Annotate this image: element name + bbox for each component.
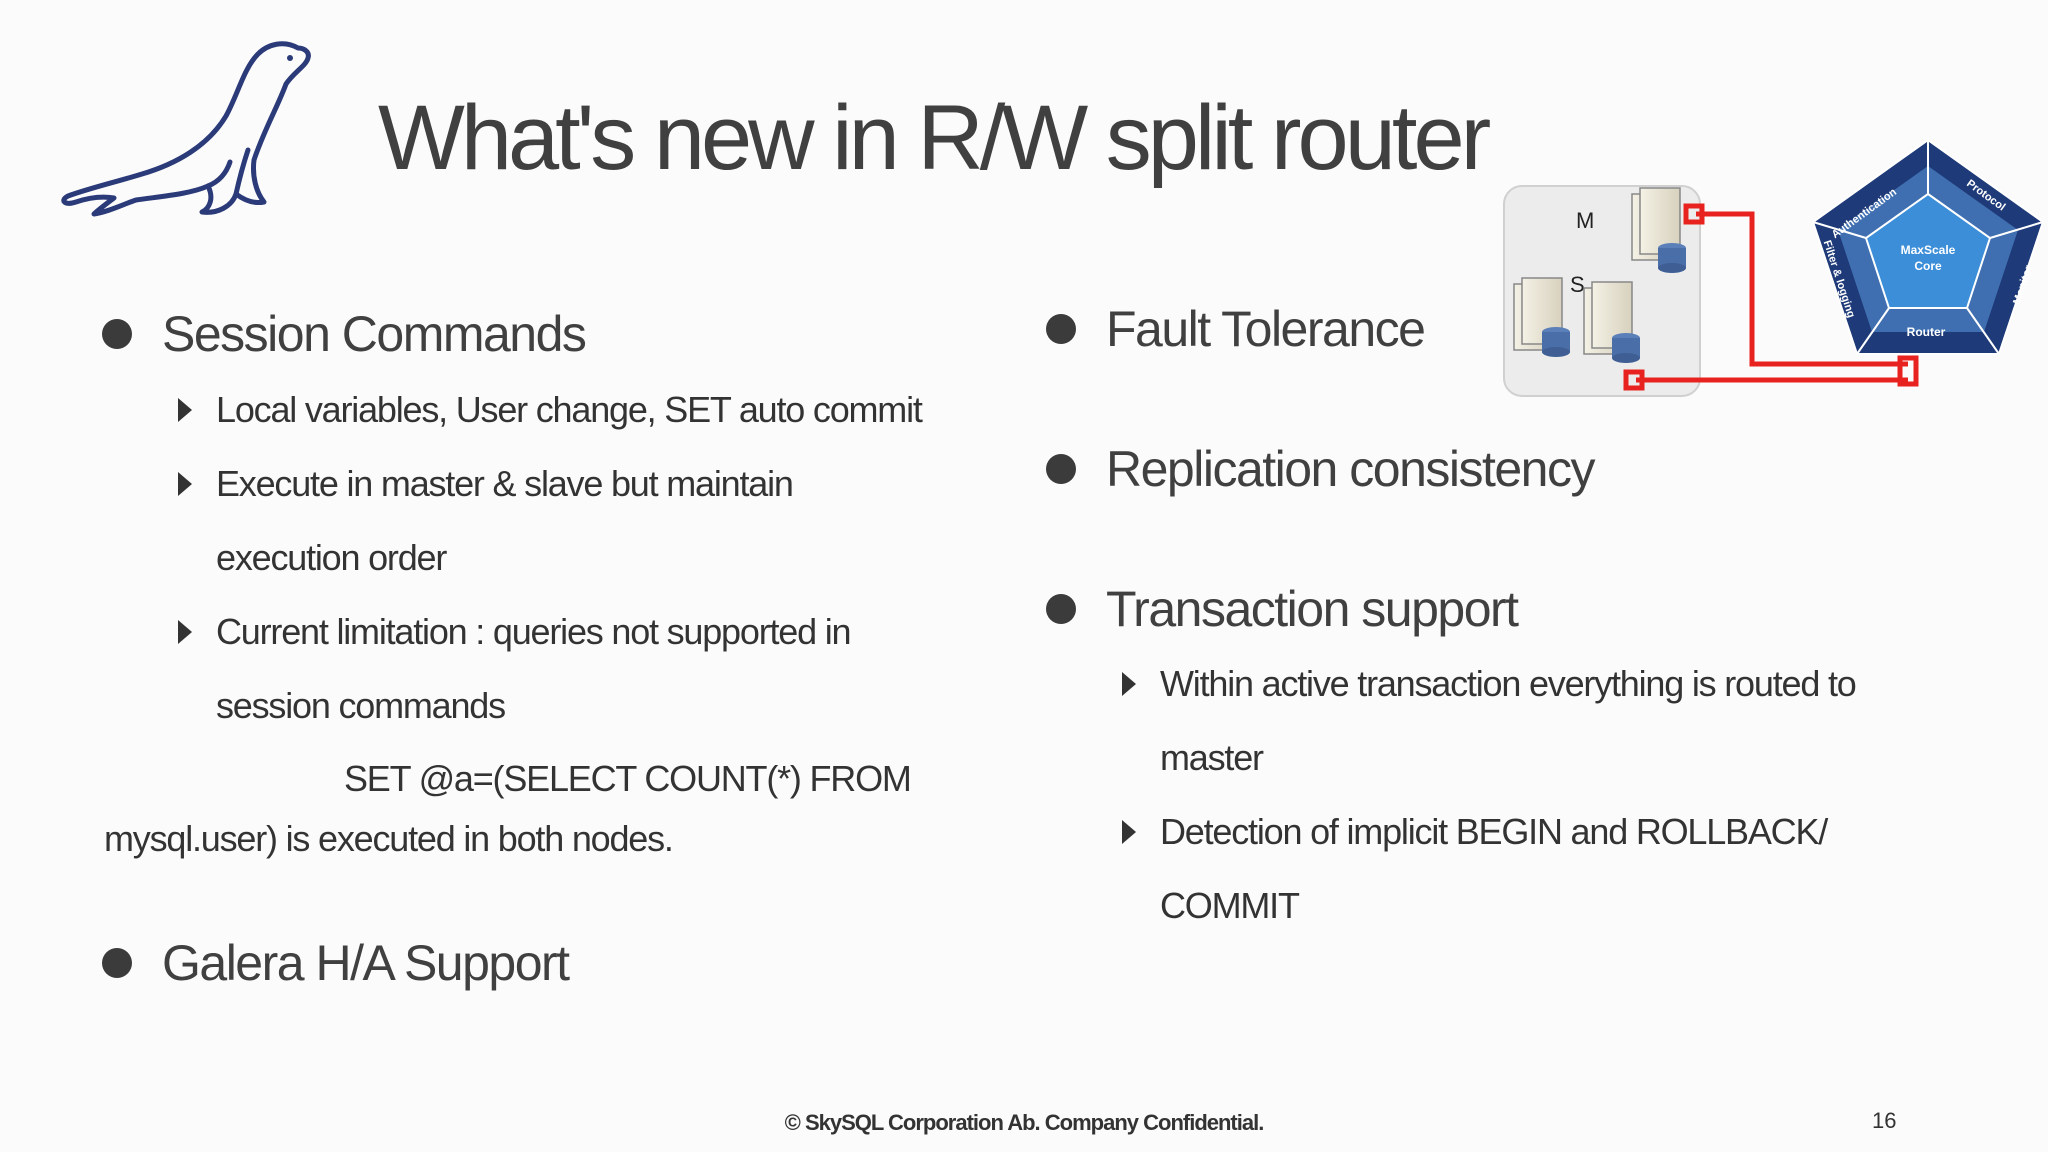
bullet-galera: Galera H/A Support <box>102 934 570 992</box>
bullet-dot-icon <box>1046 594 1076 624</box>
footer-copyright: © SkySQL Corporation Ab. Company Confide… <box>784 1110 1265 1135</box>
triangle-bullet-icon <box>178 472 192 496</box>
bullet-fault-tolerance: Fault Tolerance <box>1046 300 1426 358</box>
bullet-transaction: Transaction support <box>1046 580 1519 638</box>
bullet-heading: Galera H/A Support <box>162 935 570 991</box>
slave-label: S <box>1570 272 1585 297</box>
example-query-line-2: mysql.user) is executed in both nodes. <box>104 818 674 859</box>
sub-bullet-item: Local variables, User change, SET auto c… <box>216 389 923 430</box>
sub-bullet-item-continued: session commands <box>216 685 506 726</box>
bullet-heading: Transaction support <box>1106 581 1519 637</box>
triangle-bullet-icon <box>178 620 192 644</box>
bullet-dot-icon <box>1046 314 1076 344</box>
maxscale-pentagon-icon: MaxScale Core Router Authentication Prot… <box>1811 138 2045 355</box>
master-label: M <box>1576 208 1594 233</box>
sub-bullet-item: Current limitation : queries not support… <box>216 611 852 652</box>
sub-bullet-item: Detection of implicit BEGIN and ROLLBACK… <box>1160 811 1828 852</box>
bullet-session-commands: Session Commands <box>102 305 587 363</box>
sub-bullet-item: Within active transaction everything is … <box>1160 663 1857 704</box>
bullet-heading: Replication consistency <box>1106 441 1596 497</box>
slave-server-icon <box>1513 277 1570 357</box>
router-label: Router <box>1907 325 1946 339</box>
sub-bullet-item-continued: master <box>1160 737 1264 778</box>
sub-bullet-item-continued: COMMIT <box>1160 885 1300 926</box>
triangle-bullet-icon <box>178 398 192 422</box>
triangle-bullet-icon <box>1122 820 1136 844</box>
bullet-dot-icon <box>102 948 132 978</box>
maxscale-architecture-diagram: M S <box>1503 138 2045 397</box>
core-label: Core <box>1914 259 1942 273</box>
slave-server-icon <box>1583 281 1640 363</box>
core-label: MaxScale <box>1901 243 1956 257</box>
sub-bullet-item-continued: execution order <box>216 537 447 578</box>
sub-bullet-item: Execute in master & slave but maintain <box>216 463 794 504</box>
connection-lines <box>1623 203 1919 391</box>
master-server-icon <box>1631 187 1686 273</box>
bullet-replication: Replication consistency <box>1046 440 1596 498</box>
triangle-bullet-icon <box>1122 672 1136 696</box>
bullet-heading: Session Commands <box>162 306 587 362</box>
slide-title: What's new in R/W split router <box>378 87 1491 189</box>
bullet-dot-icon <box>102 319 132 349</box>
page-number: 16 <box>1872 1108 1897 1133</box>
example-query-line-1: SET @a=(SELECT COUNT(*) FROM <box>344 758 912 799</box>
bullet-dot-icon <box>1046 454 1076 484</box>
bullet-heading: Fault Tolerance <box>1106 301 1426 357</box>
server-cluster-box: M S <box>1503 185 1701 397</box>
seal-logo-icon <box>61 41 311 217</box>
